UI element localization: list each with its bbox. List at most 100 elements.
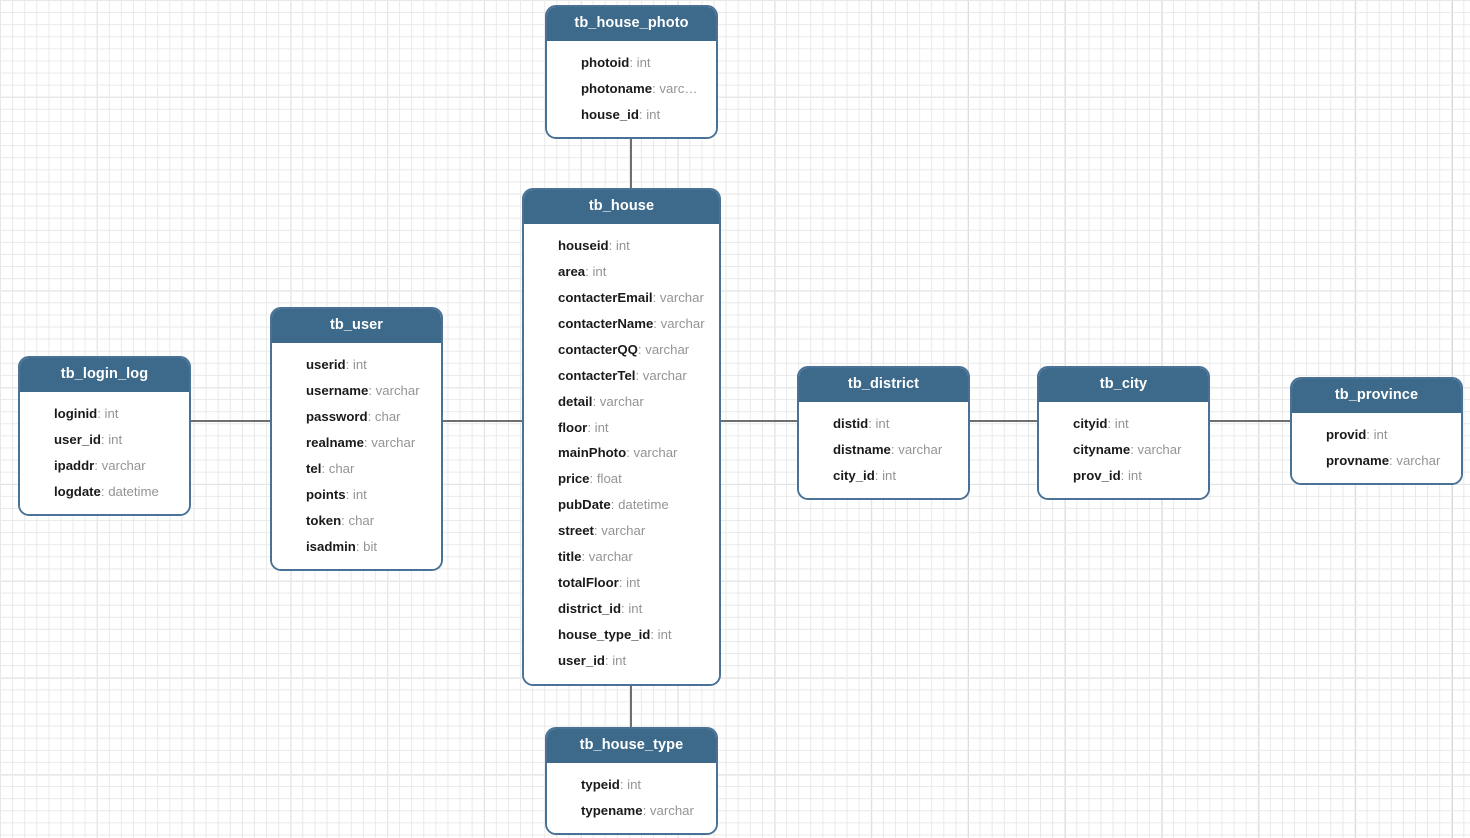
- entity-tb-login-log[interactable]: tb_login_log loginid: int user_id: int i…: [18, 356, 191, 517]
- field-row: houseid: int: [524, 232, 719, 258]
- entity-title-tb-login-log: tb_login_log: [20, 358, 189, 393]
- field-type: : varchar: [368, 382, 420, 398]
- field-name: distname: [833, 441, 891, 457]
- field-name: distid: [833, 415, 869, 431]
- entity-fields-tb-house: houseid: int area: int contacterEmail: v…: [524, 224, 719, 684]
- field-row: title: varchar: [524, 544, 719, 570]
- field-type: : int: [874, 467, 897, 483]
- field-row: distname: varchar: [799, 436, 968, 462]
- field-type: : char: [341, 512, 375, 528]
- entity-tb-house[interactable]: tb_house houseid: int area: int contacte…: [522, 188, 721, 686]
- field-name: district_id: [558, 601, 622, 617]
- field-name: cityid: [1073, 415, 1108, 431]
- entity-tb-city[interactable]: tb_city cityid: int cityname: varchar pr…: [1037, 366, 1210, 501]
- field-row: house_id: int: [547, 101, 716, 127]
- field-name: user_id: [54, 431, 101, 447]
- entity-title-tb-house-type: tb_house_type: [547, 729, 716, 764]
- field-row: cityid: int: [1039, 410, 1208, 436]
- entity-tb-house-type[interactable]: tb_house_type typeid: int typename: varc…: [545, 727, 718, 836]
- field-type: : varchar: [635, 367, 687, 383]
- field-type: : int: [585, 263, 607, 279]
- field-type: : int: [345, 486, 367, 502]
- field-type: : varchar: [363, 434, 416, 450]
- field-type: : int: [608, 237, 630, 253]
- field-row: username: varchar: [272, 377, 441, 403]
- field-row: cityname: varchar: [1039, 436, 1208, 462]
- entity-fields-tb-user: userid: int username: varchar password: …: [272, 343, 441, 570]
- field-type: : varchar: [1130, 441, 1182, 457]
- entity-title-tb-district: tb_district: [799, 368, 968, 403]
- entity-title-tb-house: tb_house: [524, 190, 719, 225]
- field-type: : char: [321, 460, 355, 476]
- field-row: realname: varchar: [272, 429, 441, 455]
- field-type: : varchar: [593, 523, 646, 539]
- field-name: prov_id: [1073, 467, 1121, 483]
- field-type: : datetime: [610, 497, 669, 513]
- field-name: typename: [581, 802, 643, 818]
- field-name: isadmin: [306, 538, 356, 554]
- field-type: : int: [638, 106, 661, 122]
- field-row: typeid: int: [547, 771, 716, 797]
- entity-tb-user[interactable]: tb_user userid: int username: varchar pa…: [270, 307, 443, 572]
- field-name: area: [558, 263, 586, 279]
- entity-fields-tb-city: cityid: int cityname: varchar prov_id: i…: [1039, 402, 1208, 499]
- field-name: house_id: [581, 106, 639, 122]
- field-type: : int: [100, 431, 123, 447]
- field-name: contacterTel: [558, 367, 636, 383]
- connector-district-to-city: [967, 420, 1041, 422]
- field-row: provname: varchar: [1292, 447, 1461, 473]
- field-name: price: [558, 471, 590, 487]
- field-name: typeid: [581, 776, 620, 792]
- field-type: : int: [868, 415, 890, 431]
- field-row: totalFloor: int: [524, 570, 719, 596]
- field-name: photoid: [581, 54, 630, 70]
- field-type: : varchar: [94, 457, 146, 473]
- entity-tb-house-photo[interactable]: tb_house_photo photoid: int photoname: v…: [545, 5, 718, 140]
- field-row: street: varchar: [524, 518, 719, 544]
- field-type: : varchar: [890, 441, 943, 457]
- field-name: tel: [306, 460, 322, 476]
- field-type: : int: [604, 653, 627, 669]
- connector-login-log-to-user: [188, 420, 274, 422]
- connector-house-to-district: [718, 420, 800, 422]
- field-type: : int: [587, 419, 609, 435]
- field-row: contacterQQ: varchar: [524, 336, 719, 362]
- entity-fields-tb-province: provid: int provname: varchar: [1292, 413, 1461, 484]
- field-type: : int: [1366, 426, 1388, 442]
- field-name: photoname: [581, 80, 653, 96]
- field-row: city_id: int: [799, 462, 968, 488]
- connector-user-to-house: [440, 420, 526, 422]
- entity-tb-district[interactable]: tb_district distid: int distname: varcha…: [797, 366, 970, 501]
- field-row: password: char: [272, 403, 441, 429]
- field-row: points: int: [272, 481, 441, 507]
- field-name: token: [306, 512, 342, 528]
- entity-title-tb-user: tb_user: [272, 309, 441, 344]
- field-row: price: float: [524, 466, 719, 492]
- field-row: loginid: int: [20, 400, 189, 426]
- field-row: user_id: int: [20, 426, 189, 452]
- field-type: : varchar: [592, 393, 644, 409]
- field-name: loginid: [54, 405, 98, 421]
- field-row: user_id: int: [524, 648, 719, 674]
- field-type: : varchar: [652, 289, 704, 305]
- field-name: contacterName: [558, 315, 654, 331]
- entity-fields-tb-house-type: typeid: int typename: varchar: [547, 763, 716, 834]
- field-row: contacterName: varchar: [524, 310, 719, 336]
- entity-tb-province[interactable]: tb_province provid: int provname: varcha…: [1290, 377, 1463, 486]
- field-type: : int: [345, 356, 367, 372]
- field-name: city_id: [833, 467, 875, 483]
- field-row: mainPhoto: varchar: [524, 440, 719, 466]
- field-name: house_type_id: [558, 627, 651, 643]
- field-row: contacterTel: varchar: [524, 362, 719, 388]
- field-row: distid: int: [799, 410, 968, 436]
- field-row: photoid: int: [547, 49, 716, 75]
- field-type: : bit: [355, 538, 378, 554]
- field-row: token: char: [272, 507, 441, 533]
- field-name: logdate: [54, 483, 101, 499]
- field-name: provid: [1326, 426, 1367, 442]
- field-row: photoname: varc…: [547, 75, 716, 101]
- entity-fields-tb-district: distid: int distname: varchar city_id: i…: [799, 402, 968, 499]
- field-row: provid: int: [1292, 421, 1461, 447]
- field-name: title: [558, 549, 582, 565]
